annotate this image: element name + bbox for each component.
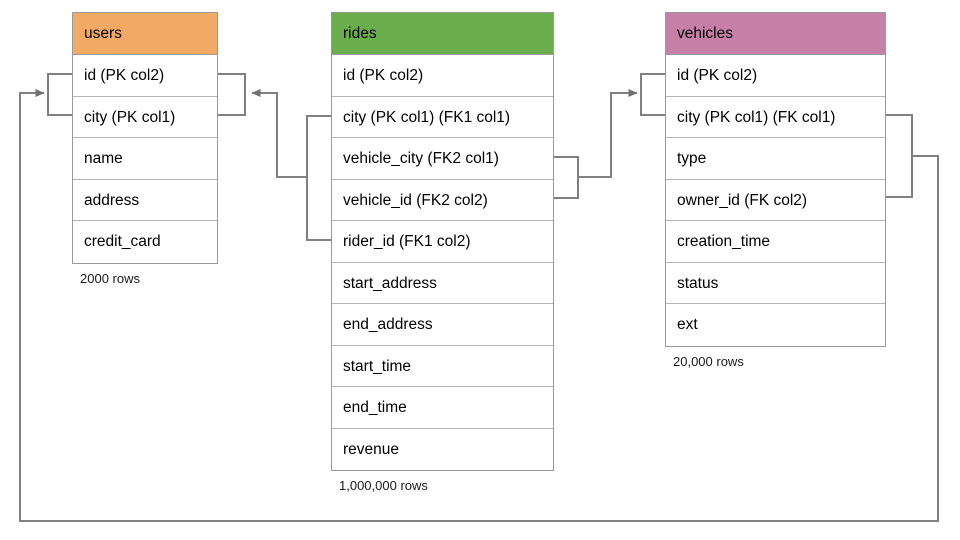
table-rides-column-revenue[interactable]: revenue (332, 428, 553, 470)
table-users-column-address[interactable]: address (73, 179, 217, 221)
table-vehicles-column-ext[interactable]: ext (666, 304, 885, 346)
connector-rides-to-users (251, 89, 307, 178)
connector-users-right-bracket (218, 73, 246, 116)
table-users-row-count: 2000 rows (80, 270, 140, 286)
table-rides[interactable]: rides id (PK col2) city (PK col1) (FK1 c… (331, 12, 554, 471)
table-rides-column-vehicle-id[interactable]: vehicle_id (FK2 col2) (332, 179, 553, 221)
table-rides-column-end-address[interactable]: end_address (332, 304, 553, 346)
table-users-column-name[interactable]: name (73, 138, 217, 180)
table-users-column-city[interactable]: city (PK col1) (73, 96, 217, 138)
table-vehicles-column-creation-time[interactable]: creation_time (666, 221, 885, 263)
table-users-header: users (73, 13, 217, 55)
connector-vehicles-left-bracket (640, 73, 665, 116)
table-vehicles-column-owner-id[interactable]: owner_id (FK col2) (666, 179, 885, 221)
table-rides-row-count: 1,000,000 rows (339, 478, 428, 493)
table-vehicles-row-count: 20,000 rows (673, 353, 744, 369)
table-users-column-id[interactable]: id (PK col2) (73, 55, 217, 97)
connector-rides-left-bracket (306, 115, 331, 241)
table-vehicles-column-id[interactable]: id (PK col2) (666, 55, 885, 97)
connector-vehicles-right-bracket (886, 114, 913, 198)
table-users-column-credit-card[interactable]: credit_card (73, 221, 217, 263)
connector-rides-to-vehicles (578, 89, 638, 178)
table-vehicles-column-city[interactable]: city (PK col1) (FK col1) (666, 96, 885, 138)
table-vehicles[interactable]: vehicles id (PK col2) city (PK col1) (FK… (665, 12, 886, 347)
connector-rides-right-bracket (554, 156, 579, 199)
table-vehicles-header: vehicles (666, 13, 885, 55)
table-rides-column-start-address[interactable]: start_address (332, 262, 553, 304)
table-rides-column-start-time[interactable]: start_time (332, 345, 553, 387)
connector-users-left-bracket (47, 73, 72, 116)
table-rides-header: rides (332, 13, 553, 55)
table-rides-column-vehicle-city[interactable]: vehicle_city (FK2 col1) (332, 138, 553, 180)
table-rides-column-end-time[interactable]: end_time (332, 387, 553, 429)
table-rides-column-city[interactable]: city (PK col1) (FK1 col1) (332, 96, 553, 138)
table-vehicles-column-type[interactable]: type (666, 138, 885, 180)
table-vehicles-column-status[interactable]: status (666, 262, 885, 304)
table-rides-column-rider-id[interactable]: rider_id (FK1 col2) (332, 221, 553, 263)
table-users[interactable]: users id (PK col2) city (PK col1) name a… (72, 12, 218, 264)
table-rides-column-id[interactable]: id (PK col2) (332, 55, 553, 97)
